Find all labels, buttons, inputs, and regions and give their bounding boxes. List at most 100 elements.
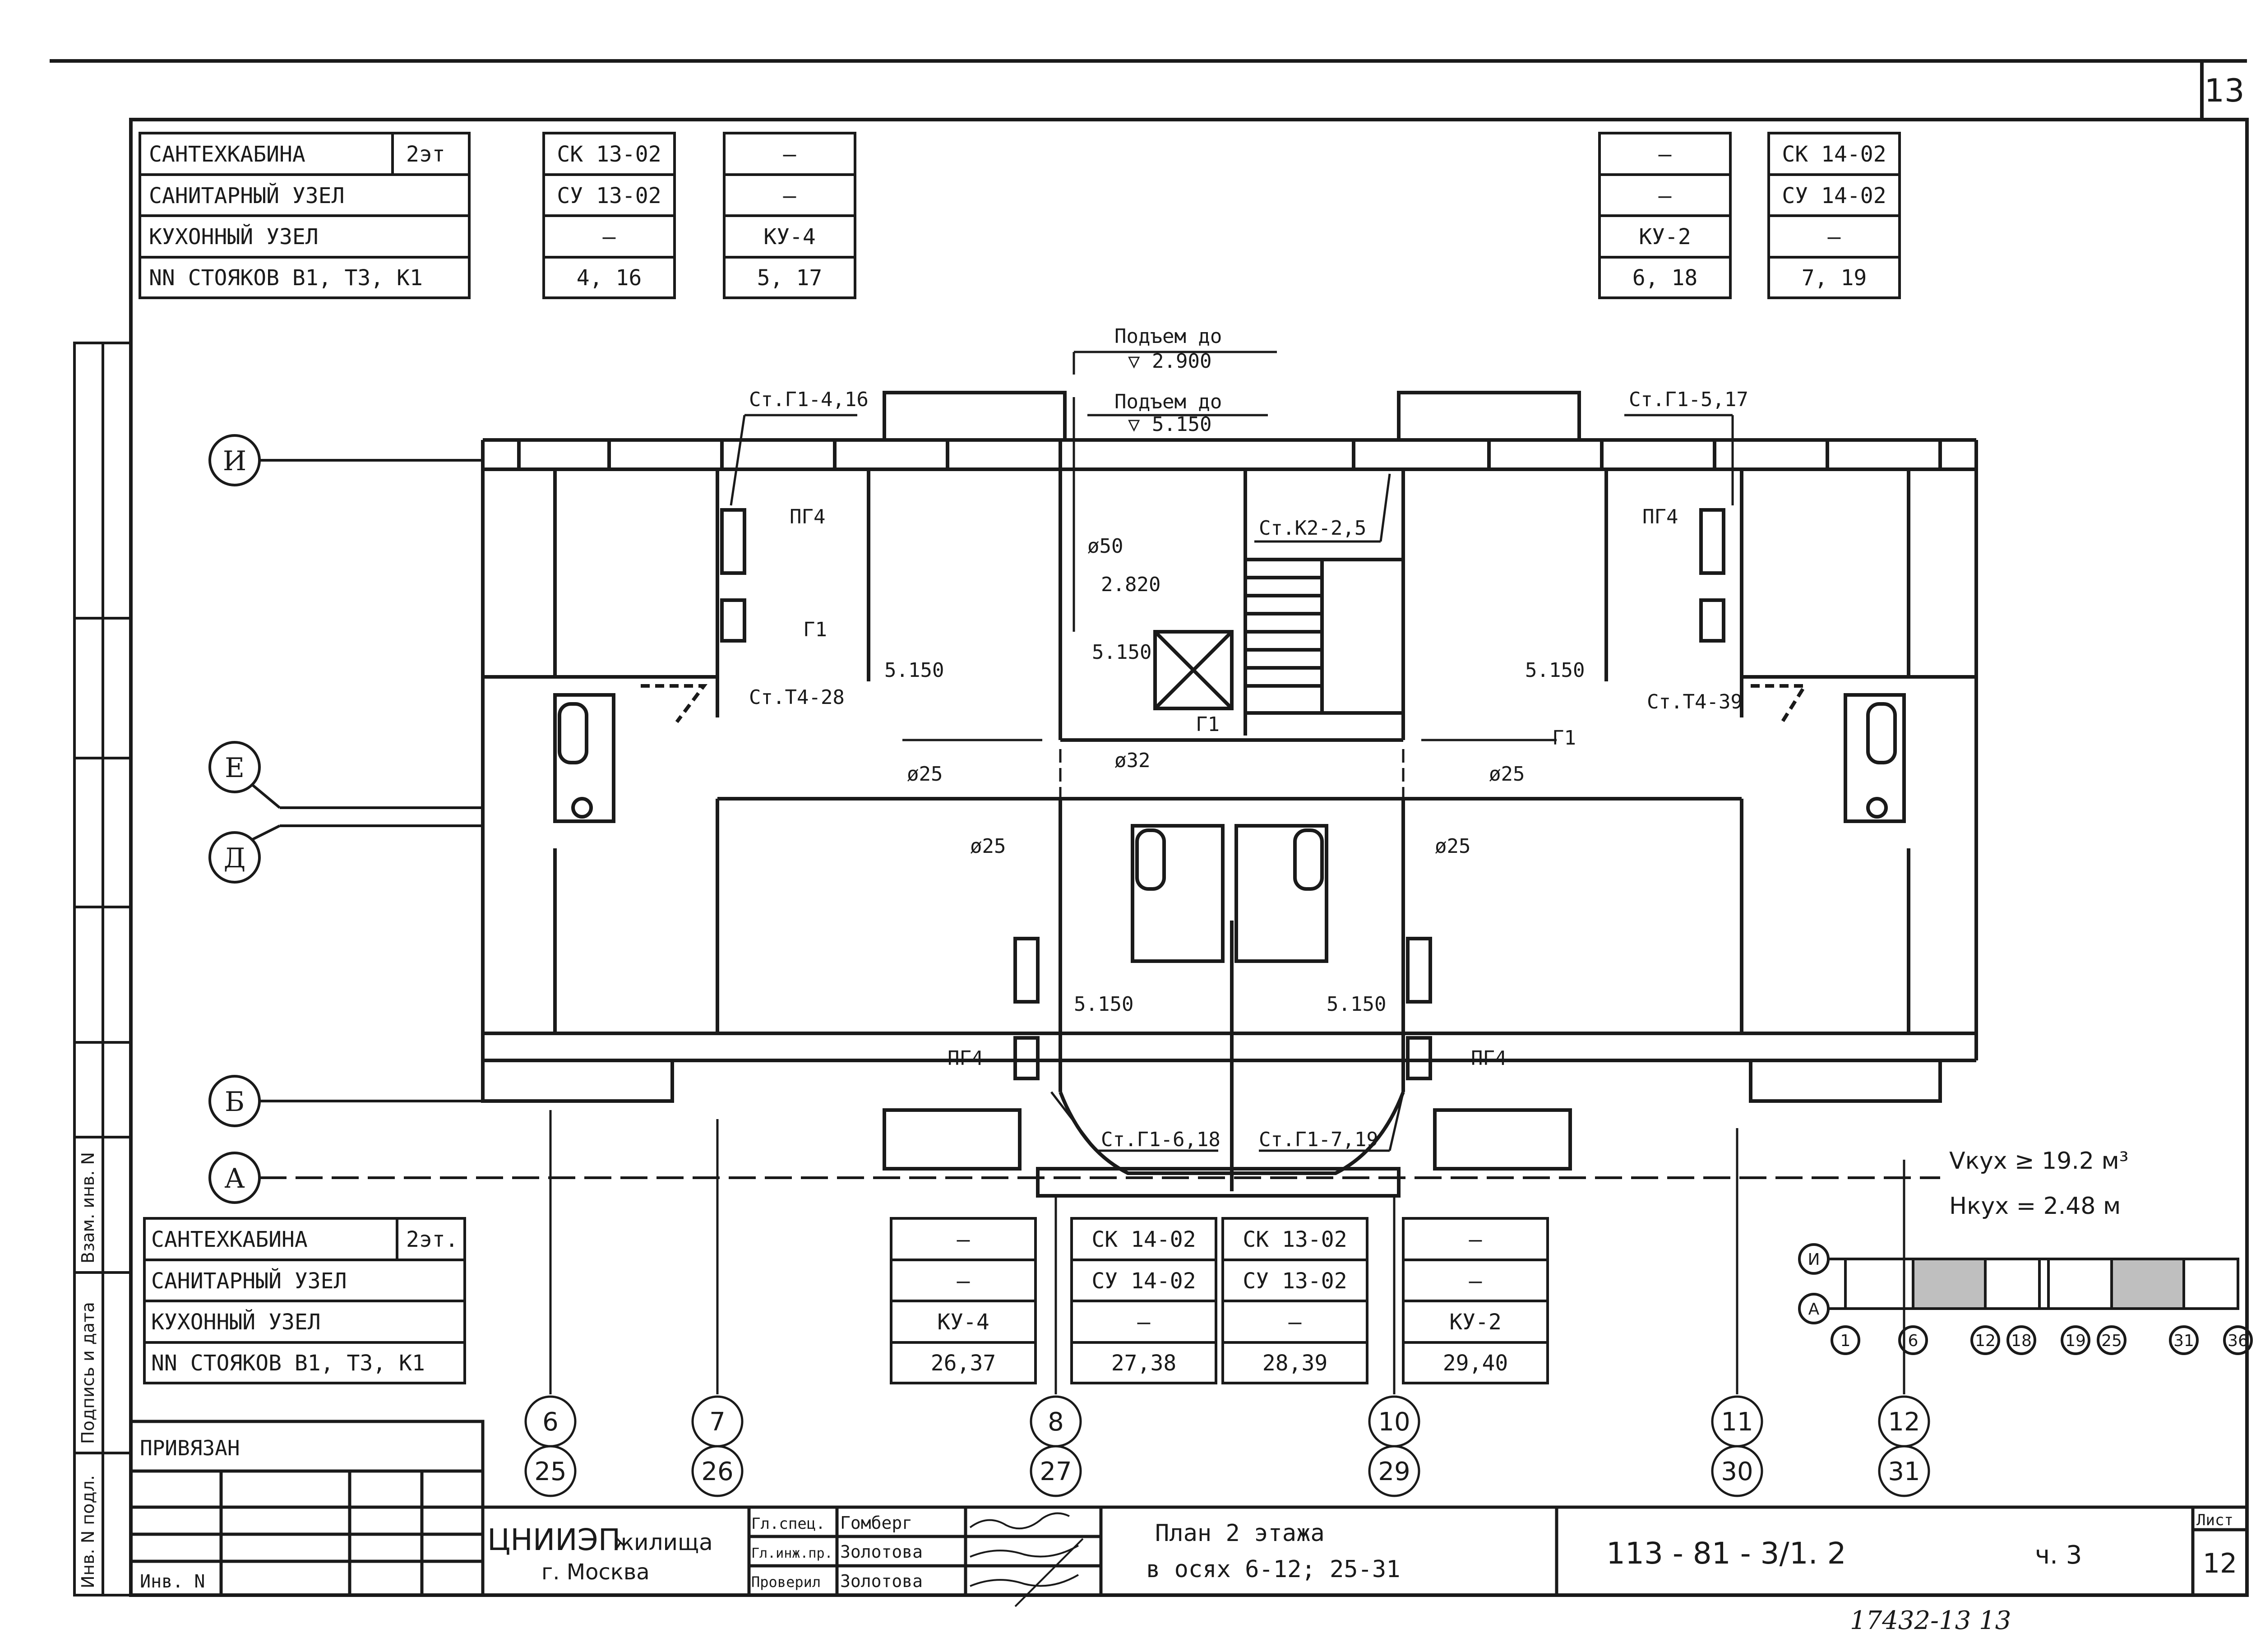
label-elev-2820: 2.820	[1101, 573, 1160, 596]
column-axes	[524, 1110, 1930, 1497]
stamp-role-0: Гл.спец.	[751, 1515, 825, 1533]
bm3-2: КУ-2	[1449, 1310, 1502, 1335]
axis-col-30: 30	[1721, 1457, 1753, 1486]
bm1-2: —	[1137, 1310, 1151, 1335]
label-d25-3: ø25	[970, 835, 1006, 858]
key-row-i: И	[1808, 1250, 1820, 1269]
key-col-36: 36	[2228, 1332, 2248, 1350]
bl-row-label-0: САНТЕХКАБИНА	[151, 1227, 308, 1252]
footer-number: 17432-13 13	[1850, 1606, 2011, 1635]
title-block	[129, 1420, 2249, 1597]
bottom-left-table	[143, 1217, 466, 1384]
stamp-sheet-no: 12	[2203, 1548, 2237, 1579]
label-elev-5150-4: 5.150	[1074, 993, 1133, 1016]
tl-col2-3: 5, 17	[757, 265, 823, 291]
bm2-3: 28,39	[1262, 1351, 1328, 1376]
axis-row-b: Б	[225, 1086, 245, 1118]
tl-col1-0: СК 13-02	[557, 142, 661, 167]
label-riser-t4-right: Ст.Т4-39	[1647, 690, 1743, 713]
side-label-inv-podl: Инв. N подл.	[78, 1475, 98, 1588]
bm0-1: —	[957, 1268, 970, 1294]
key-row-a: А	[1808, 1300, 1820, 1319]
label-lift2: Подъем до	[1114, 390, 1222, 413]
key-col-18: 18	[2011, 1332, 2032, 1350]
axis-row-i: И	[223, 445, 246, 477]
label-elev-5150-3: 5.150	[1525, 659, 1585, 682]
axis-row-d: Д	[224, 842, 246, 874]
key-col-6: 6	[1908, 1332, 1919, 1350]
label-lift2-level: ▽ 5.150	[1128, 413, 1211, 436]
tl-col1-3: 4, 16	[577, 265, 642, 291]
tl-row-label-1: САНИТАРНЫЙ УЗЕЛ	[149, 183, 344, 208]
label-elev-5150-5: 5.150	[1327, 993, 1386, 1016]
stamp-part: ч. 3	[2035, 1541, 2082, 1570]
label-g1-1: Г1	[803, 618, 827, 641]
label-hkux: Нкух = 2.48 м	[1949, 1193, 2121, 1220]
tl-col2-2: КУ-4	[763, 224, 816, 250]
label-g1-3: Г1	[1552, 727, 1576, 750]
bm0-2: КУ-4	[937, 1310, 989, 1335]
label-riser-tr: Ст.Г1-5,17	[1629, 388, 1748, 411]
tr-col1-1: —	[1659, 183, 1672, 208]
label-d25-1: ø25	[907, 763, 943, 786]
row-axes	[208, 434, 1940, 1204]
key-col-1: 1	[1840, 1332, 1851, 1350]
label-pg4-2: ПГ4	[1642, 505, 1678, 528]
key-col-31: 31	[2173, 1332, 2194, 1350]
label-pg4-3: ПГ4	[948, 1047, 983, 1070]
tl-col2-1: —	[783, 183, 796, 208]
label-riser-t4-left: Ст.Т4-28	[749, 686, 845, 709]
label-elev-5150-2: 5.150	[1092, 641, 1151, 664]
tr-col2-3: 7, 19	[1802, 265, 1867, 291]
axis-col-25: 25	[534, 1457, 566, 1486]
label-lift1-level: ▽ 2.900	[1128, 350, 1211, 373]
top-left-table	[139, 132, 856, 299]
key-col-19: 19	[2065, 1332, 2086, 1350]
bm3-1: —	[1469, 1268, 1482, 1294]
tr-col1-0: —	[1659, 142, 1672, 167]
stamp-org-line1b: жилища	[614, 1529, 713, 1555]
side-label-vzam: Взам. инв. N	[78, 1152, 98, 1263]
bm3-3: 29,40	[1443, 1351, 1508, 1376]
label-riser-k: Ст.К2-2,5	[1259, 517, 1366, 540]
label-riser-bl: Ст.Г1-6,18	[1101, 1128, 1220, 1151]
label-vkux: Vкух ≥ 19.2 м³	[1949, 1148, 2129, 1175]
stamp-code: 113 - 81 - 3/1. 2	[1606, 1536, 1846, 1571]
bm2-0: СК 13-02	[1243, 1227, 1347, 1252]
label-d50: ø50	[1087, 535, 1123, 558]
building-plan	[481, 391, 1978, 1198]
axis-col-29: 29	[1378, 1457, 1410, 1486]
stamp-privyazan: ПРИВЯЗАН	[140, 1436, 240, 1460]
axis-col-12: 12	[1888, 1407, 1920, 1437]
tl-col1-1: СУ 13-02	[557, 183, 661, 208]
axis-col-31: 31	[1888, 1457, 1920, 1486]
key-col-25: 25	[2101, 1332, 2122, 1350]
label-d25-2: ø25	[1489, 763, 1525, 786]
signatures	[969, 1512, 1084, 1607]
stamp-sheet-label: Лист	[2196, 1511, 2233, 1529]
tl-row-extra-0: 2эт	[406, 142, 445, 167]
axis-row-e: Е	[225, 752, 245, 784]
label-riser-tl: Ст.Г1-4,16	[749, 388, 869, 411]
axis-col-7: 7	[709, 1407, 726, 1437]
stamp-org-line2: г. Москва	[541, 1559, 650, 1585]
axis-col-26: 26	[701, 1457, 733, 1486]
bm0-3: 26,37	[931, 1351, 996, 1376]
label-pg4-1: ПГ4	[790, 505, 825, 528]
top-right-table	[1598, 132, 1901, 299]
label-lift1: Подъем до	[1114, 325, 1222, 348]
side-strip	[73, 342, 132, 1596]
bl-row-label-1: САНИТАРНЫЙ УЗЕЛ	[151, 1268, 347, 1294]
annotation-leaders	[730, 351, 1734, 1152]
tl-row-label-2: КУХОННЫЙ УЗЕЛ	[149, 224, 319, 250]
axis-col-27: 27	[1040, 1457, 1072, 1486]
bm1-0: СК 14-02	[1091, 1227, 1196, 1252]
stamp-name-0: Гомберг	[840, 1513, 912, 1533]
axis-col-11: 11	[1721, 1407, 1753, 1437]
stamp-role-2: Проверил	[751, 1573, 821, 1591]
bl-row-extra-0: 2эт.	[406, 1227, 458, 1252]
tr-col2-2: —	[1828, 224, 1841, 250]
label-pg4-4: ПГ4	[1471, 1047, 1507, 1070]
side-label-podpis: Подпись и дата	[78, 1302, 98, 1444]
